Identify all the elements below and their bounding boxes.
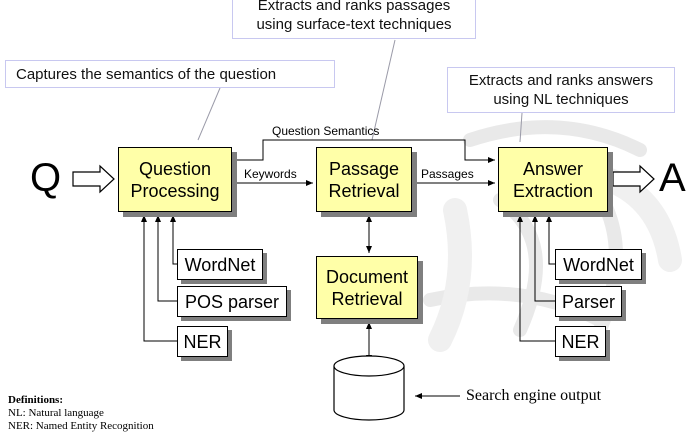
module-label: Document <box>325 266 409 287</box>
module-label: Extraction <box>512 180 594 201</box>
callout-line: Extracts and ranks passages <box>257 0 451 14</box>
passage-retrieval-box: Passage Retrieval <box>316 147 412 212</box>
ae-parser-box: Parser <box>555 286 622 317</box>
input-question-label: Q <box>30 156 62 200</box>
database-cylinder-icon <box>333 355 405 421</box>
search-engine-output-label: Search engine output <box>466 387 602 404</box>
qp-wordnet-box: WordNet <box>177 249 263 280</box>
definition-item: NL: Natural language <box>8 407 104 419</box>
ae-wordnet-box: WordNet <box>555 249 642 280</box>
definitions-heading: Definitions: <box>8 394 63 406</box>
question-processing-box: Question Processing <box>118 147 232 212</box>
callout-passage-retrieval: Extracts and ranks passages using surfac… <box>232 0 476 39</box>
callout-question-processing: Captures the semantics of the question <box>5 60 335 88</box>
qp-ner-box: NER <box>177 326 228 357</box>
module-label: Answer <box>522 158 584 179</box>
keywords-label: Keywords <box>244 167 297 181</box>
module-label: Passage <box>328 158 400 179</box>
callout-line: Captures the semantics of the question <box>16 66 277 83</box>
output-answer-label: A <box>659 156 686 200</box>
ae-ner-box: NER <box>555 326 606 357</box>
answer-extraction-box: Answer Extraction <box>498 147 608 212</box>
qp-pos-parser-box: POS parser <box>177 286 287 317</box>
module-label: Question <box>138 158 212 179</box>
callout-line: using surface-text techniques <box>256 16 452 33</box>
passages-label: Passages <box>421 167 474 181</box>
callout-line: Extracts and ranks answers <box>468 72 654 89</box>
question-semantics-label: Question Semantics <box>272 124 380 138</box>
callout-line: using NL techniques <box>493 91 629 108</box>
module-label: Retrieval <box>328 180 400 201</box>
document-retrieval-box: Document Retrieval <box>316 256 418 319</box>
module-label: Retrieval <box>331 288 403 309</box>
definition-item: NER: Named Entity Recognition <box>8 420 154 432</box>
module-label: Processing <box>130 180 220 201</box>
callout-answer-extraction: Extracts and ranks answers using NL tech… <box>447 67 675 113</box>
definitions-section: Definitions: NL: Natural language NER: N… <box>8 394 154 433</box>
